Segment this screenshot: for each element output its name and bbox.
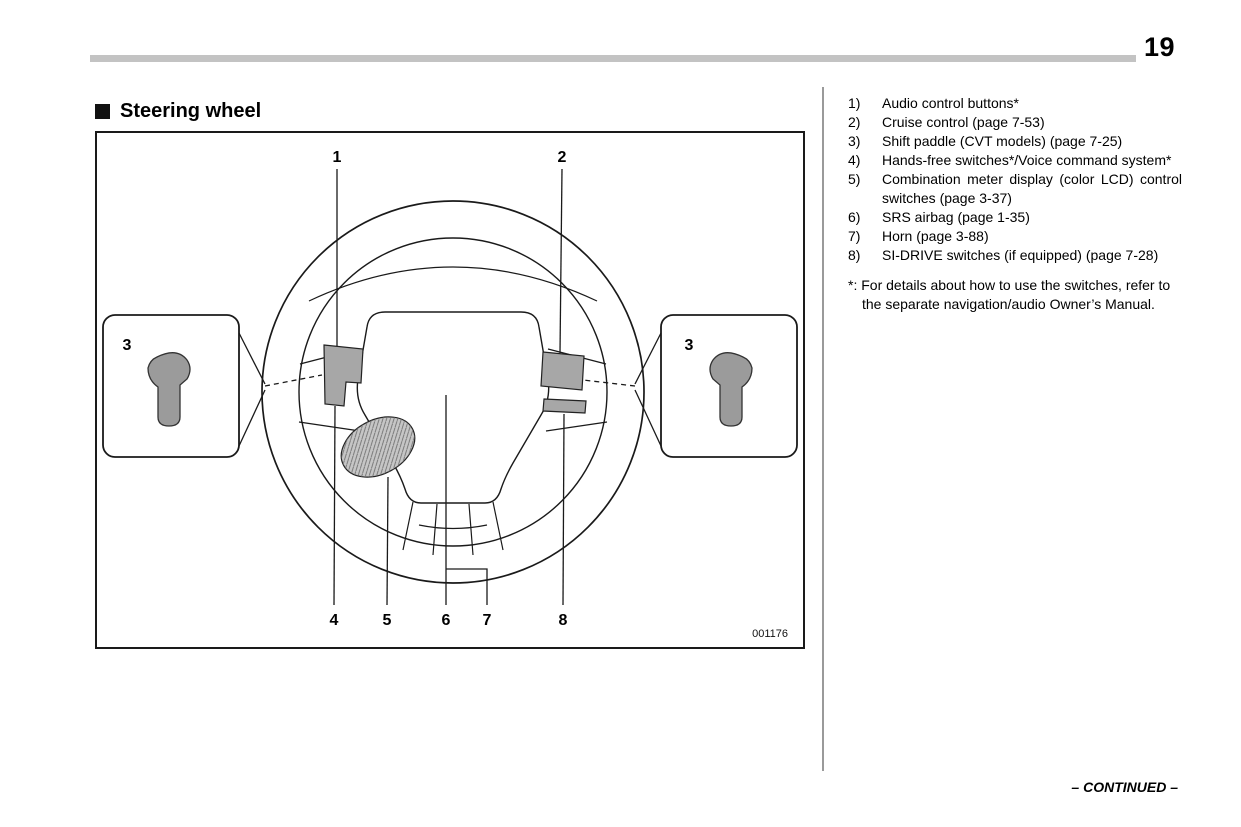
inset-left-connector-top: [238, 332, 266, 385]
callout-line-7: [446, 568, 488, 605]
inset-right-connector-top: [634, 332, 662, 385]
cruise-control-switch-panel: [540, 351, 585, 391]
continued-label: – CONTINUED –: [1071, 779, 1178, 795]
legend-item-text: SRS airbag (page 1-35): [882, 209, 1030, 225]
callout-number-6: 6: [442, 612, 451, 629]
shift-paddle-left-icon: [147, 352, 191, 427]
callout-number-5: 5: [383, 612, 392, 629]
legend-item-number: 8): [848, 247, 861, 263]
legend-item-text: Shift paddle (CVT models) (page 7-25): [882, 133, 1123, 149]
legend-item-text: Horn (page 3-88): [882, 228, 989, 244]
legend-item-text: Audio control buttons*: [882, 95, 1019, 111]
page-number: 19: [1144, 32, 1176, 62]
figure-code: 001176: [752, 628, 788, 640]
legend-item-number: 2): [848, 114, 861, 130]
callout-number-8: 8: [559, 612, 568, 629]
legend-item: 1) Audio control buttons*: [848, 94, 1182, 113]
callout-number-3-right: 3: [685, 337, 694, 354]
callout-line-5: [386, 476, 389, 606]
inset-right-connector-bottom: [634, 389, 662, 447]
audio-control-switch-panel: [323, 344, 364, 407]
legend-item-text: Combination meter display (color LCD) co…: [882, 171, 1182, 206]
legend-item: 3) Shift paddle (CVT models) (page 7-25): [848, 132, 1182, 151]
legend-item: 2) Cruise control (page 7-53): [848, 113, 1182, 132]
wheel-top-contour: [308, 266, 598, 302]
legend-item-number: 4): [848, 152, 861, 168]
legend-item: 6) SRS airbag (page 1-35): [848, 208, 1182, 227]
legend-item: 7) Horn (page 3-88): [848, 227, 1182, 246]
legend-item: 4) Hands-free switches*/Voice command sy…: [848, 151, 1182, 170]
legend-item-text: Hands-free switches*/Voice command syste…: [882, 152, 1172, 168]
section-square-icon: [95, 104, 110, 119]
legend-item-number: 7): [848, 228, 861, 244]
section-title: Steering wheel: [120, 100, 262, 122]
callout-number-4: 4: [330, 612, 339, 629]
meter-control-switch-hatch: [341, 416, 415, 478]
legend-item-number: 3): [848, 133, 861, 149]
inset-left-connector-bottom: [238, 389, 266, 447]
header-rule-bar: [90, 55, 1136, 62]
legend-item-number: 5): [848, 171, 861, 187]
shift-paddle-right-icon: [709, 352, 753, 427]
steering-wheel-figure-frame: 1 2 3 3 4 5 6 7 8 001176: [95, 131, 805, 649]
callout-lines: [238, 168, 662, 606]
section-heading: Steering wheel: [95, 100, 261, 123]
legend-item-text: SI-DRIVE switches (if equipped) (page 7-…: [882, 247, 1159, 263]
column-divider: [822, 87, 824, 771]
si-drive-switch-panel: [542, 398, 587, 414]
callout-number-2: 2: [558, 149, 567, 166]
callout-line-4: [333, 405, 336, 606]
wheel-inner-rim: [298, 237, 608, 547]
legend-footnote: *: For details about how to use the swit…: [848, 277, 1171, 312]
legend-list: 1) Audio control buttons* 2) Cruise cont…: [848, 94, 1182, 314]
callout-number-1: 1: [333, 149, 342, 166]
legend-item-number: 1): [848, 95, 861, 111]
callout-number-3-left: 3: [123, 337, 132, 354]
legend-item: 5) Combination meter display (color LCD)…: [848, 170, 1182, 208]
legend-item-text: Cruise control (page 7-53): [882, 114, 1045, 130]
inset-left-dashed-line: [264, 374, 323, 387]
steering-wheel-figure: 1 2 3 3 4 5 6 7 8 001176: [102, 149, 798, 640]
steering-column-lines: [402, 501, 504, 556]
meter-control-switch: [340, 416, 416, 478]
callout-line-2: [559, 168, 563, 354]
legend-item: 8) SI-DRIVE switches (if equipped) (page…: [848, 246, 1182, 265]
callout-number-7: 7: [483, 612, 492, 629]
callout-line-8: [562, 413, 565, 606]
legend-item-number: 6): [848, 209, 861, 225]
